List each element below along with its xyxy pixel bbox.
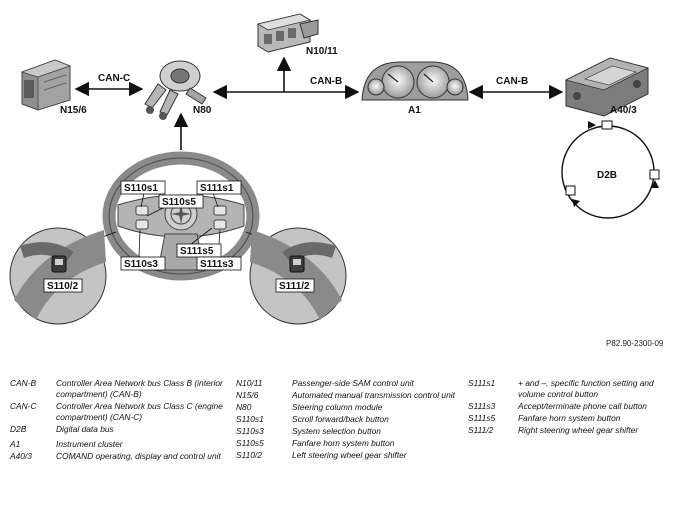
s110-2-box xyxy=(43,278,83,293)
legend-item: S111s3 Accept/terminate phone call butto… xyxy=(468,401,668,412)
legend-term: A40/3 xyxy=(10,451,32,461)
s111-2-label: S111/2 xyxy=(279,281,310,292)
legend-desc: Fanfare horn system button xyxy=(292,438,395,448)
legend-term: S111s1 xyxy=(468,378,496,388)
legend-term: N15/6 xyxy=(236,390,259,400)
legend-desc: System selection button xyxy=(292,426,381,436)
s110s5-label: S110s5 xyxy=(162,197,196,208)
network-diagram: N15/6 CAN-C N80 CAN-B N10/11 A1 xyxy=(9,13,664,348)
legend-term: S110s3 xyxy=(236,426,264,436)
n15-6-module xyxy=(20,59,72,111)
can-c-label: CAN-C xyxy=(98,73,130,84)
legend-item: S111s5 Fanfare horn system button xyxy=(468,413,668,424)
legend-item: N10/11 Passenger-side SAM control unit xyxy=(236,378,456,389)
left-shifter-closeup xyxy=(9,227,107,325)
legend-term: S111s5 xyxy=(468,413,496,423)
legend-term: CAN-B xyxy=(10,378,37,388)
legend-item: S110s3 System selection button xyxy=(236,426,456,437)
steering-wheel xyxy=(102,151,260,281)
n80-module xyxy=(144,60,207,120)
legend-item: S111/2 Right steering wheel gear shifter xyxy=(468,425,668,436)
s110s5-box xyxy=(158,194,204,209)
s110-2-label: S110/2 xyxy=(47,281,79,292)
legend-desc: Instrument cluster xyxy=(56,439,123,449)
legend-term: S111s3 xyxy=(468,401,496,411)
legend-term: A1 xyxy=(10,439,21,449)
legend-term: N10/11 xyxy=(236,378,263,388)
legend-desc: Controller Area Network bus Class B (int… xyxy=(56,378,223,399)
legend-col-1: CAN-B Controller Area Network bus Class … xyxy=(10,378,230,463)
s110s1-box xyxy=(120,180,166,195)
legend-term: D2B xyxy=(10,424,27,434)
legend-col-3: S111s1 + and –, specific function settin… xyxy=(468,378,668,437)
figure-code: P82.90-2300-09 xyxy=(606,339,664,348)
legend-desc: Passenger-side SAM control unit xyxy=(292,378,414,388)
n15-6-label: N15/6 xyxy=(60,105,87,116)
legend: CAN-B Controller Area Network bus Class … xyxy=(0,378,678,517)
legend-desc: Automated manual transmission control un… xyxy=(292,390,455,400)
legend-item: A1 Instrument cluster xyxy=(10,439,230,450)
legend-col-2: N10/11 Passenger-side SAM control unit N… xyxy=(236,378,456,462)
can-b-right-label: CAN-B xyxy=(496,76,528,87)
legend-desc: Steering column module xyxy=(292,402,383,412)
legend-item: S110s5 Fanfare horn system button xyxy=(236,438,456,449)
s111s3-box xyxy=(196,256,242,271)
a1-label: A1 xyxy=(408,105,421,116)
s110s3-box xyxy=(120,256,166,271)
legend-term: CAN-C xyxy=(10,401,37,411)
legend-term: N80 xyxy=(236,402,252,412)
s111s3-label: S111s3 xyxy=(200,259,234,270)
legend-item: S111s1 + and –, specific function settin… xyxy=(468,378,668,400)
legend-item: N80 Steering column module xyxy=(236,402,456,413)
can-b-left-label: CAN-B xyxy=(310,76,342,87)
n80-label: N80 xyxy=(193,105,212,116)
d2b-label: D2B xyxy=(597,170,617,181)
s111s1-box xyxy=(196,180,242,195)
a40-3-label: A40/3 xyxy=(610,105,637,116)
legend-item: CAN-B Controller Area Network bus Class … xyxy=(10,378,230,400)
d2b-ring xyxy=(561,120,660,219)
legend-item: CAN-C Controller Area Network bus Class … xyxy=(10,401,230,423)
s111-2-box xyxy=(275,278,315,293)
legend-item: A40/3 COMAND operating, display and cont… xyxy=(10,451,230,462)
s110s1-label: S110s1 xyxy=(124,183,158,194)
legend-desc: COMAND operating, display and control un… xyxy=(56,451,221,461)
s110s3-label: S110s3 xyxy=(124,259,158,270)
legend-item: S110s1 Scroll forward/back button xyxy=(236,414,456,425)
s111s1-label: S111s1 xyxy=(200,183,234,194)
legend-term: S110/2 xyxy=(236,450,262,460)
legend-desc: Scroll forward/back button xyxy=(292,414,389,424)
legend-item: N15/6 Automated manual transmission cont… xyxy=(236,390,456,401)
n10-11-module xyxy=(256,13,319,53)
legend-term: S110s1 xyxy=(236,414,264,424)
n10-11-label: N10/11 xyxy=(306,46,338,57)
legend-term: S111/2 xyxy=(468,425,494,435)
right-shifter-closeup xyxy=(249,227,347,325)
legend-desc: Fanfare horn system button xyxy=(518,413,621,423)
legend-desc: Right steering wheel gear shifter xyxy=(518,425,639,435)
a1-instrument-cluster xyxy=(361,61,469,101)
legend-desc: + and –, specific function setting and v… xyxy=(518,378,654,399)
legend-term: S110s5 xyxy=(236,438,264,448)
legend-desc: Controller Area Network bus Class C (eng… xyxy=(56,401,223,422)
legend-item: D2B Digital data bus xyxy=(10,424,230,435)
legend-desc: Digital data bus xyxy=(56,424,114,434)
legend-desc: Left steering wheel gear shifter xyxy=(292,450,407,460)
a40-3-comand-unit xyxy=(564,57,650,117)
s111s5-label: S111s5 xyxy=(180,246,214,257)
legend-desc: Accept/terminate phone call button xyxy=(518,401,647,411)
legend-item: S110/2 Left steering wheel gear shifter xyxy=(236,450,456,461)
